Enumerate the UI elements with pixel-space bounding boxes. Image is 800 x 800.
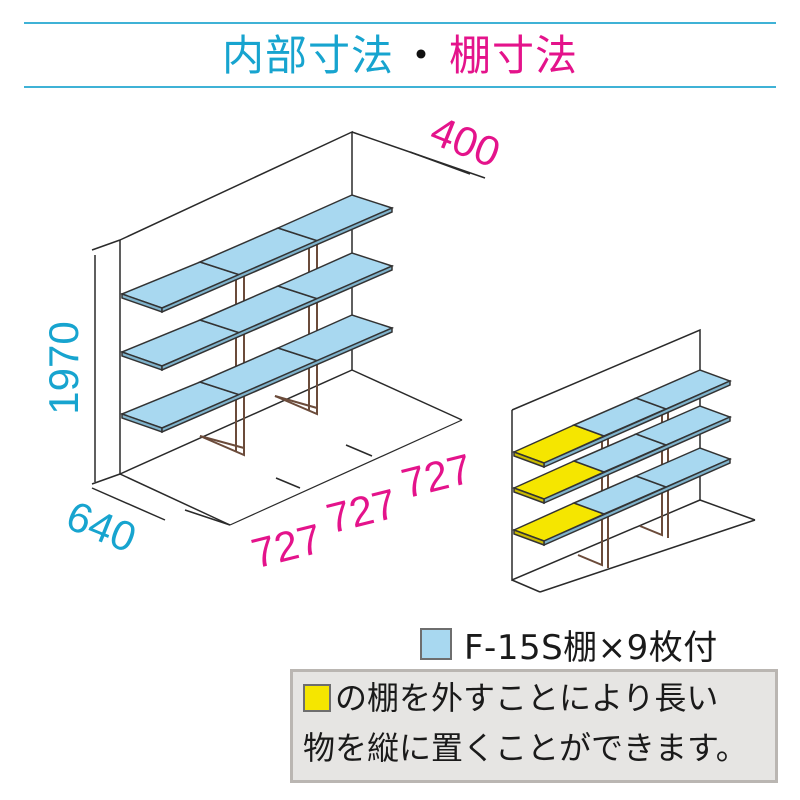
title-internal-dimensions: 内部寸法 xyxy=(221,31,394,80)
note-yellow-swatch xyxy=(303,684,331,712)
dimension-shelf-width-label-1: 727 xyxy=(247,515,326,578)
small-unit-outline xyxy=(511,328,756,593)
small-unit-shelves xyxy=(512,369,733,547)
note-line-1: の棚を外すことにより長い xyxy=(335,679,719,717)
dimension-shelf-width-label-3: 727 xyxy=(397,445,476,508)
legend: F-15S棚×9枚付 xyxy=(420,622,718,668)
note-line-1-row: の棚を外すことにより長い xyxy=(303,678,718,718)
legend-label: F-15S棚×9枚付 xyxy=(464,627,718,668)
dimension-height-label: 1970 xyxy=(40,321,87,414)
title-shelf-dimensions: 棚寸法 xyxy=(449,31,579,80)
dimension-shelf-width-label-2: 727 xyxy=(322,480,401,543)
note-line-2: 物を縦に置くことができます。 xyxy=(303,729,748,767)
legend-blue-swatch xyxy=(420,628,452,660)
page-title: 内部寸法・棚寸法 xyxy=(0,28,800,84)
header-bottom-rule xyxy=(24,86,776,88)
dimension-depth-label: 640 xyxy=(60,492,143,562)
note-box: の棚を外すことにより長い 物を縦に置くことができます。 xyxy=(290,669,778,783)
dimension-shelf-depth-label: 400 xyxy=(424,107,507,177)
header-top-rule xyxy=(24,22,776,24)
large-unit-outline xyxy=(91,130,486,526)
title-separator: ・ xyxy=(399,31,443,80)
large-unit-shelves xyxy=(119,194,395,434)
